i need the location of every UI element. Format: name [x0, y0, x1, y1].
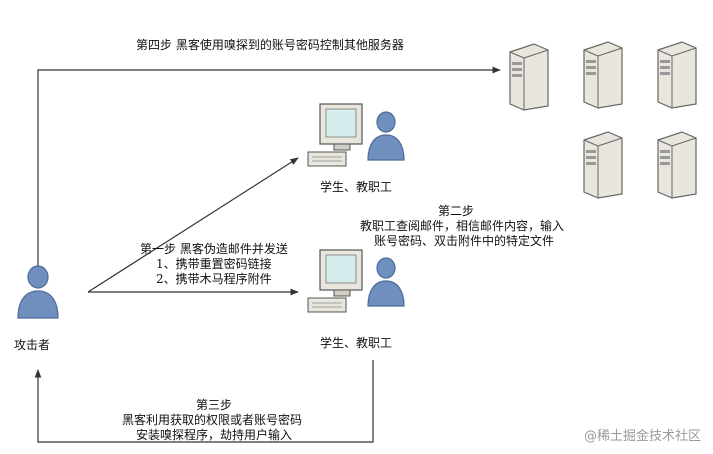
workstation-user-icon-top	[300, 100, 410, 176]
step2-line-2: 账号密码、双击附件中的特定文件	[374, 234, 555, 248]
user-top-label: 学生、教职工	[320, 180, 393, 194]
step2-title: 第二步	[438, 204, 475, 218]
server-tower-icon	[652, 128, 700, 204]
step4-text: 第四步 黑客使用嗅探到的账号密码控制其他服务器	[136, 38, 404, 52]
arrow-step4	[37, 66, 501, 268]
watermark: @稀土掘金技术社区	[583, 429, 701, 444]
step1-title: 第一步 黑客伪造邮件并发送	[140, 242, 288, 256]
arrow-step3	[34, 360, 374, 443]
server-tower-icon	[578, 38, 626, 114]
step1-item-2: 2、携带木马程序附件	[156, 272, 272, 286]
server-tower-icon	[504, 40, 552, 116]
server-tower-icon	[578, 128, 626, 204]
workstation-user-icon-bottom	[300, 246, 410, 322]
user-bottom-label: 学生、教职工	[320, 336, 393, 350]
arrow-step1-top	[87, 157, 299, 293]
step1-item-1: 1、携带重置密码链接	[156, 257, 272, 271]
step2-line-1: 教职工查阅邮件，相信邮件内容，输入	[360, 219, 565, 233]
attacker-person-icon	[14, 262, 62, 324]
server-tower-icon	[652, 38, 700, 114]
attacker-label: 攻击者	[14, 338, 51, 352]
step3-line-2: 安装嗅探程序，劫持用户输入	[136, 428, 293, 442]
step3-title: 第三步	[196, 398, 233, 412]
step3-line-1: 黑客利用获取的权限或者账号密码	[122, 413, 303, 427]
